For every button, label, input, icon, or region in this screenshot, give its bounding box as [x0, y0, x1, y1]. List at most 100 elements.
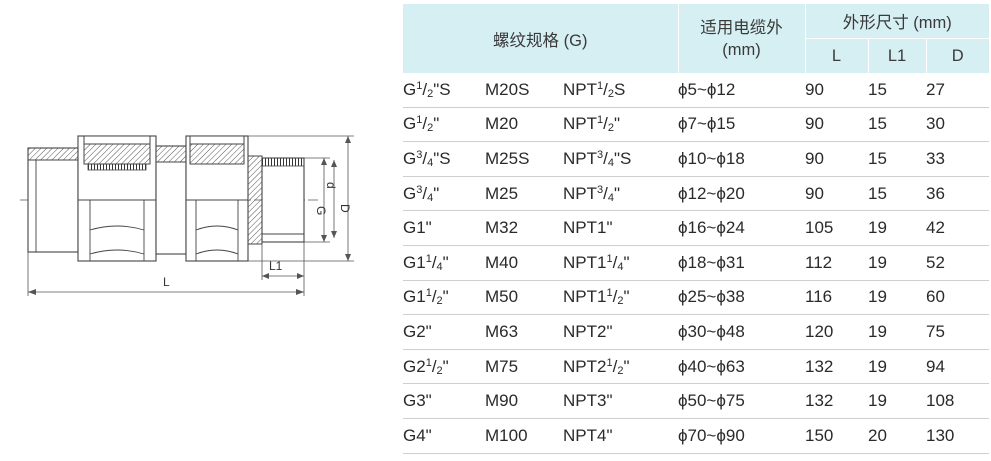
cell-cable-range: ϕ12~ϕ20 [678, 176, 805, 212]
cell-thread-npt: NPT11/2" [563, 280, 678, 316]
dim-label-D: D [338, 204, 352, 213]
cell-thread-m: M25 [485, 176, 563, 212]
cell-thread-npt: NPT21/2" [563, 349, 678, 385]
dim-label-L: L [163, 275, 170, 289]
cell-dim-L: 116 [805, 280, 868, 316]
cell-cable-range: ϕ50~ϕ75 [678, 383, 805, 419]
dim-label-L1: L1 [269, 259, 283, 273]
cell-thread-m: M40 [485, 245, 563, 281]
cell-thread-g: G11/4" [403, 245, 485, 281]
header-col-D: D [925, 38, 990, 73]
cell-thread-m: M75 [485, 349, 563, 385]
cell-thread-g: G3" [403, 383, 485, 419]
cell-cable-range: ϕ40~ϕ63 [678, 349, 805, 385]
cell-thread-g: G4" [403, 418, 485, 454]
cell-thread-m: M50 [485, 280, 563, 316]
cell-thread-g: G1/2" [403, 107, 485, 143]
header-row: 螺纹规格 (G) 适用电缆外 (mm) 外形尺寸 (mm) [403, 4, 990, 73]
cell-thread-npt: NPT11/4" [563, 245, 678, 281]
cell-dim-L: 90 [805, 73, 868, 108]
cell-dim-L1: 19 [868, 210, 926, 246]
header-dimensions: 外形尺寸 (mm) [804, 4, 990, 39]
cell-cable-range: ϕ30~ϕ48 [678, 314, 805, 350]
cell-cable-range: ϕ70~ϕ90 [678, 418, 805, 454]
cell-dim-D: 94 [926, 349, 990, 385]
cell-dim-L: 90 [805, 141, 868, 177]
cell-dim-D: 52 [926, 245, 990, 281]
cell-thread-g: G3/4" [403, 176, 485, 212]
cell-dim-D: 36 [926, 176, 990, 212]
cell-dim-D: 60 [926, 280, 990, 316]
cell-dim-L: 90 [805, 107, 868, 143]
cell-dim-L: 90 [805, 176, 868, 212]
header-subrow: L L1 D [403, 38, 990, 73]
cell-thread-g: G1/2"S [403, 73, 485, 108]
header-cable-range: 适用电缆外 (mm) [677, 4, 805, 73]
cell-thread-m: M20 [485, 107, 563, 143]
dim-label-d: d [324, 182, 338, 189]
cell-thread-m: M20S [485, 73, 563, 108]
cell-dim-L: 120 [805, 314, 868, 350]
cell-thread-g: G3/4"S [403, 141, 485, 177]
cell-thread-g: G11/2" [403, 280, 485, 316]
cell-thread-npt: NPT2" [563, 314, 678, 350]
cell-thread-npt: NPT3/4"S [563, 141, 678, 177]
cell-thread-m: M90 [485, 383, 563, 419]
dim-label-G: G [314, 206, 328, 215]
cell-dim-L1: 15 [868, 141, 926, 177]
cell-dim-D: 42 [926, 210, 990, 246]
cell-dim-L: 105 [805, 210, 868, 246]
cell-dim-D: 130 [926, 418, 990, 454]
cell-thread-m: M63 [485, 314, 563, 350]
cell-dim-L: 132 [805, 383, 868, 419]
cell-cable-range: ϕ10~ϕ18 [678, 141, 805, 177]
cell-dim-L1: 19 [868, 314, 926, 350]
cell-cable-range: ϕ5~ϕ12 [678, 73, 805, 108]
cell-thread-npt: NPT3" [563, 383, 678, 419]
cell-thread-npt: NPT1" [563, 210, 678, 246]
header-col-L: L [804, 38, 868, 73]
cell-dim-L: 150 [805, 418, 868, 454]
cell-dim-D: 27 [926, 73, 990, 108]
cell-thread-npt: NPT1/2" [563, 107, 678, 143]
cell-dim-L1: 19 [868, 245, 926, 281]
cell-thread-m: M32 [485, 210, 563, 246]
cell-dim-L1: 15 [868, 176, 926, 212]
cell-dim-L: 132 [805, 349, 868, 385]
cell-dim-L1: 20 [868, 418, 926, 454]
cell-thread-m: M25S [485, 141, 563, 177]
cell-dim-D: 75 [926, 314, 990, 350]
cell-cable-range: ϕ18~ϕ31 [678, 245, 805, 281]
header-cable-line2: (mm) [722, 40, 761, 59]
cell-dim-L1: 15 [868, 107, 926, 143]
cell-thread-g: G1" [403, 210, 485, 246]
cell-cable-range: ϕ16~ϕ24 [678, 210, 805, 246]
cell-cable-range: ϕ25~ϕ38 [678, 280, 805, 316]
cell-dim-D: 33 [926, 141, 990, 177]
cell-thread-npt: NPT1/2S [563, 73, 678, 108]
cell-dim-L1: 15 [868, 73, 926, 108]
cell-thread-m: M100 [485, 418, 563, 454]
cell-dim-L1: 19 [868, 349, 926, 385]
cell-dim-D: 30 [926, 107, 990, 143]
header-col-L1: L1 [867, 38, 926, 73]
cell-thread-npt: NPT3/4" [563, 176, 678, 212]
connector-drawing: L L1 G d D [20, 135, 354, 296]
cell-cable-range: ϕ7~ϕ15 [678, 107, 805, 143]
cell-thread-g: G21/2" [403, 349, 485, 385]
cell-dim-D: 108 [926, 383, 990, 419]
cell-dim-L1: 19 [868, 280, 926, 316]
header-thread-spec: 螺纹规格 (G) [403, 4, 678, 73]
spec-table: 螺纹规格 (G) 适用电缆外 (mm) 外形尺寸 (mm) L L1 D G1/… [403, 4, 990, 454]
